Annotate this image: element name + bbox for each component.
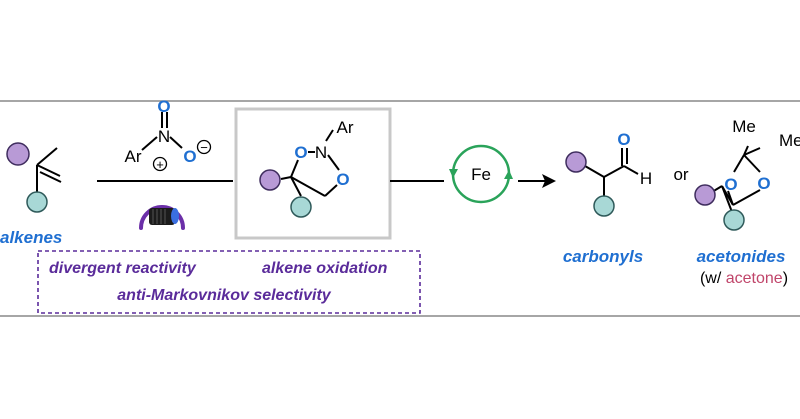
purple-circle-icon <box>565 151 587 173</box>
teal-circle-icon <box>290 196 312 218</box>
intermediate-n: N <box>315 143 327 162</box>
catalytic-cycle-icon <box>449 144 513 204</box>
acetone-prefix: (w/ <box>700 270 726 287</box>
reagent-plus: + <box>156 157 164 172</box>
acetonides-label: acetonides <box>697 247 786 266</box>
teal-circle-icon <box>593 195 615 217</box>
features-box <box>37 250 421 314</box>
reagent-n: N <box>158 127 170 146</box>
reagent-o-right: O <box>183 147 196 166</box>
light-source-icon <box>139 205 185 230</box>
acetonide-structure: Me Me O O <box>694 117 800 231</box>
plus-charge-icon <box>152 156 168 172</box>
alkene-structure <box>6 142 62 213</box>
reagent-ar: Ar <box>125 147 142 166</box>
reagent-o-top: O <box>157 97 170 116</box>
reaction-arrow <box>518 174 556 188</box>
acetone-suffix: ) <box>783 270 788 287</box>
intermediate-o-right: O <box>336 170 349 189</box>
purple-circle-icon <box>694 184 716 206</box>
acetonide-me1: Me <box>732 117 756 136</box>
purple-circle-icon <box>6 142 30 166</box>
feature-divergent: divergent reactivity <box>49 260 197 277</box>
nitroarene-structure: O N Ar O + − <box>125 97 212 172</box>
acetone-note: (w/ acetone) <box>700 270 788 287</box>
intermediate-frame <box>234 107 392 240</box>
aldehyde-h: H <box>640 169 652 188</box>
catalyst-label: Fe <box>471 165 491 184</box>
acetonide-o1: O <box>724 175 737 194</box>
dioxazolidine-structure: Ar N O O <box>259 118 354 218</box>
or-label: or <box>673 165 688 184</box>
carbonyls-label: carbonyls <box>563 247 643 266</box>
teal-circle-icon <box>26 191 48 213</box>
intermediate-o-left: O <box>294 143 307 162</box>
feature-oxidation: alkene oxidation <box>262 260 388 277</box>
acetonide-me2: Me <box>779 131 800 150</box>
purple-circle-icon <box>259 169 281 191</box>
acetonide-o2: O <box>757 174 770 193</box>
intermediate-ar: Ar <box>337 118 354 137</box>
aldehyde-o: O <box>617 130 630 149</box>
acetone-word: acetone <box>726 270 783 287</box>
aldehyde-structure: O H <box>565 130 652 217</box>
teal-circle-icon <box>723 209 745 231</box>
minus-charge-icon <box>196 139 212 155</box>
reagent-minus: − <box>200 140 208 155</box>
alkenes-label: alkenes <box>0 228 62 247</box>
feature-selectivity: anti-Markovnikov selectivity <box>117 287 332 304</box>
